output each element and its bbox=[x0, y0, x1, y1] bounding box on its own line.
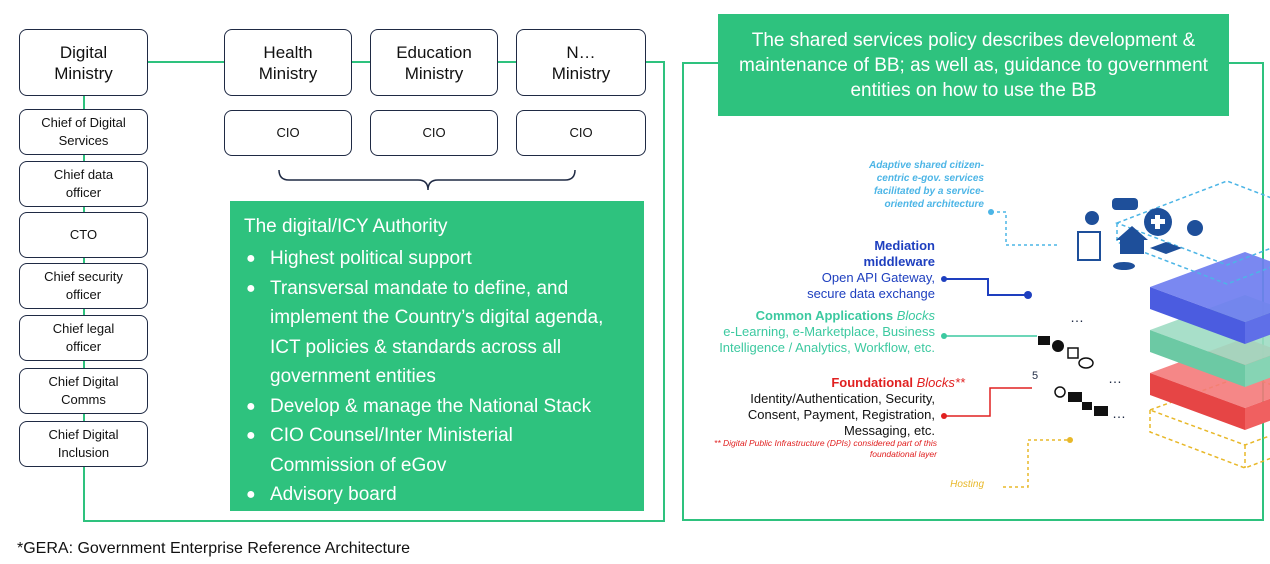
ministry-digital: Digital Ministry bbox=[19, 29, 148, 96]
ellipsis: … bbox=[1108, 370, 1122, 386]
chat-icon bbox=[1078, 357, 1094, 369]
role-chief-legal-officer: Chief legal officer bbox=[19, 315, 148, 361]
id-card-icon bbox=[1068, 392, 1082, 402]
mediation-layer bbox=[1150, 252, 1270, 344]
foundational-title-suffix: Blocks** bbox=[916, 375, 965, 390]
document-icon bbox=[1077, 231, 1101, 261]
services-label: Adaptive shared citizen-centric e-gov. s… bbox=[868, 160, 984, 210]
farmer-icon bbox=[1187, 220, 1203, 236]
authority-title: The digital/ICY Authority bbox=[244, 216, 448, 237]
ministry-label: N… Ministry bbox=[551, 42, 611, 83]
services-connector bbox=[991, 211, 1058, 246]
payment-icon bbox=[1094, 406, 1108, 416]
foundational-note: ** Digital Public Infrastructure (DPIs) … bbox=[714, 438, 937, 459]
ellipsis: … bbox=[1070, 309, 1084, 325]
chart-icon bbox=[1052, 340, 1064, 352]
common-body: e-Learning, e-Marketplace, Business Inte… bbox=[719, 324, 935, 355]
ministry-label: Health Ministry bbox=[258, 42, 318, 83]
building-block-stack: 5 … … … bbox=[941, 180, 1270, 488]
ministry-n: N… Ministry bbox=[516, 29, 646, 96]
policy-box: The shared services policy describes dev… bbox=[718, 14, 1229, 116]
list-icon bbox=[1038, 336, 1050, 345]
cio-label: CIO bbox=[569, 125, 593, 140]
role-label: Chief of Digital Services bbox=[41, 115, 126, 148]
fingerprint-icon bbox=[1054, 386, 1066, 398]
lock-icon bbox=[1082, 402, 1092, 410]
role-label: Chief Digital Comms bbox=[48, 374, 119, 407]
foundational-body: Identity/Authentication, Security, Conse… bbox=[747, 391, 935, 438]
digital-authority-box: The digital/ICY Authority Highest politi… bbox=[230, 201, 644, 511]
hosting-label: Hosting bbox=[950, 479, 984, 490]
app-icons bbox=[1038, 336, 1108, 416]
ministry-health: Health Ministry bbox=[224, 29, 352, 96]
coins-icon bbox=[1113, 262, 1135, 270]
hosting-layer bbox=[1147, 374, 1270, 469]
cio-label: CIO bbox=[276, 125, 300, 140]
role-cto: CTO bbox=[19, 212, 148, 258]
hosting-connector bbox=[1003, 439, 1070, 488]
role-label: Chief security officer bbox=[44, 269, 123, 302]
authority-bullet: Develop & manage the National Stack bbox=[244, 392, 630, 422]
authority-bullet: Highest political support bbox=[244, 244, 630, 274]
services-layer bbox=[1114, 180, 1270, 285]
layer-number: 5 bbox=[1032, 370, 1038, 382]
authority-bullet: CIO Counsel/Inter Ministerial Commission… bbox=[244, 421, 630, 480]
copy-icon bbox=[1067, 347, 1079, 359]
ministry-label: Education Ministry bbox=[396, 42, 472, 83]
role-label: Chief data officer bbox=[53, 167, 114, 200]
authority-bullet: Transversal mandate to define, and imple… bbox=[244, 274, 630, 392]
ministry-education: Education Ministry bbox=[370, 29, 498, 96]
role-label: CTO bbox=[69, 227, 98, 242]
common-title-suffix: Blocks bbox=[896, 308, 935, 323]
mediation-body: Open API Gateway, secure data exchange bbox=[807, 270, 935, 301]
role-label: Chief Digital Inclusion bbox=[48, 427, 119, 460]
foundational-title-main: Foundational bbox=[831, 375, 913, 390]
footnote: *GERA: Government Enterprise Reference A… bbox=[17, 540, 411, 557]
service-icons bbox=[1077, 198, 1203, 270]
cio-box-education: CIO bbox=[370, 110, 498, 156]
role-chief-data-officer: Chief data officer bbox=[19, 161, 148, 207]
mediation-title: Mediation middleware bbox=[863, 238, 935, 269]
cio-label: CIO bbox=[422, 125, 446, 140]
authority-bullet: Advisory board bbox=[244, 480, 630, 510]
common-title-main: Common Applications bbox=[755, 308, 894, 323]
foundational-title: Foundational Blocks** bbox=[760, 375, 965, 391]
role-chief-security-officer: Chief security officer bbox=[19, 263, 148, 309]
house-icon bbox=[1116, 226, 1148, 254]
role-chief-digital-inclusion: Chief Digital Inclusion bbox=[19, 421, 148, 467]
ministry-label: Digital Ministry bbox=[54, 42, 113, 83]
common-title: Common Applications Blocks bbox=[710, 308, 935, 324]
ellipsis: … bbox=[1112, 405, 1126, 421]
role-chief-digital-services: Chief of Digital Services bbox=[19, 109, 148, 155]
graduation-cap-icon bbox=[1150, 242, 1182, 254]
car-icon bbox=[1112, 198, 1138, 210]
authority-bullets: Highest political support Transversal ma… bbox=[244, 244, 630, 510]
foundational-connector bbox=[944, 387, 1032, 417]
cio-box-health: CIO bbox=[224, 110, 352, 156]
mediation-connector bbox=[944, 278, 1028, 296]
people-icon bbox=[1085, 211, 1099, 225]
role-chief-digital-comms: Chief Digital Comms bbox=[19, 368, 148, 414]
policy-text: The shared services policy describes dev… bbox=[739, 29, 1208, 101]
role-label: Chief legal officer bbox=[52, 321, 115, 354]
cio-box-n: CIO bbox=[516, 110, 646, 156]
